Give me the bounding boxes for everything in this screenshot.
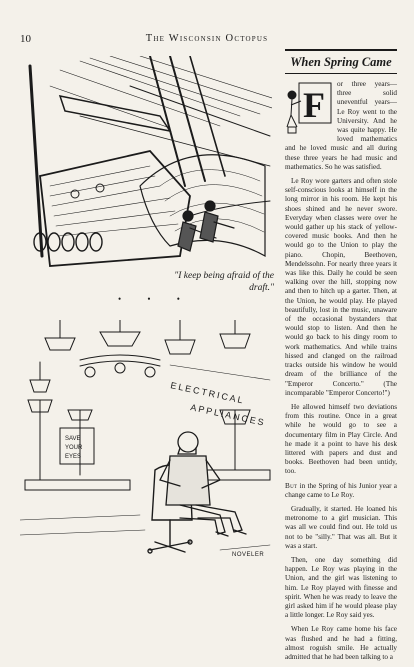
artist-signature: NOVELER <box>232 552 265 558</box>
paragraph-4: But in the Spring of his Junior year a c… <box>285 482 397 500</box>
paragraph-4-lead: But <box>285 481 298 490</box>
svg-text:EYES: EYES <box>65 454 81 460</box>
svg-text:YOUR: YOUR <box>65 445 83 451</box>
title-rule-bottom <box>285 73 397 74</box>
magazine-page: 10 The Wisconsin Octopus <box>19 33 397 661</box>
article-column: When Spring Came F or three years—three … <box>285 49 397 667</box>
ship-storm-illustration <box>20 55 273 272</box>
section-bullets: • • • <box>118 294 192 304</box>
running-head: The Wisconsin Octopus <box>145 33 269 44</box>
title-rule-top <box>285 49 397 51</box>
paragraph-2: Le Roy wore garters and often stole self… <box>285 177 397 397</box>
drop-cap-illustration: F <box>285 81 333 137</box>
svg-text:SAVE: SAVE <box>65 436 81 442</box>
paragraph-1: or three years—three solid uneventful ye… <box>285 80 397 171</box>
paragraph-5: Gradually, it started. He loaned his met… <box>285 504 397 550</box>
page-number: 10 <box>20 33 31 45</box>
paragraph-4-text: in the Spring of his Junior year a chang… <box>285 481 397 499</box>
paragraph-7: When Le Roy came home his face was flush… <box>285 625 397 661</box>
drop-cap: F <box>303 85 325 125</box>
paragraph-6: Then, one day something did happen. Le R… <box>285 555 397 620</box>
article-title: When Spring Came <box>290 55 392 69</box>
illustration-caption: "I keep being afraid of the draft." <box>174 271 274 293</box>
paragraph-3: He allowed himself two deviations from t… <box>285 402 397 476</box>
store-sign: ELECTRICAL <box>170 380 246 405</box>
appliance-store-illustration: ELECTRICAL APPLIANCES SAVE YOUR EYES <box>19 319 272 560</box>
article-body: F or three years—three solid uneventful … <box>285 80 397 662</box>
